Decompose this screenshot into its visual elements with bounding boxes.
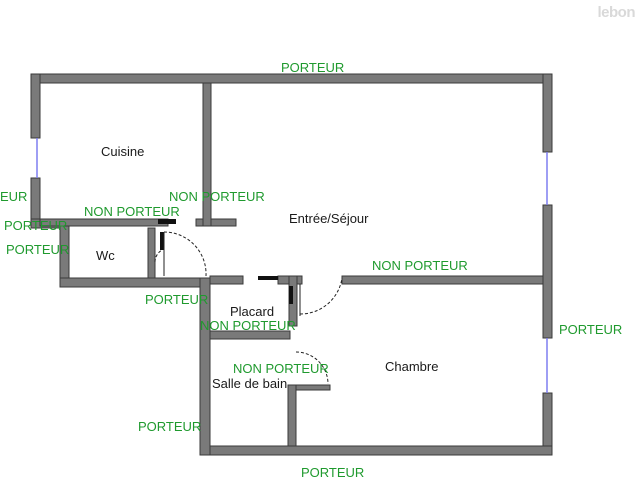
room-placard: Placard [230,304,275,319]
wall-label-sejour-chambre: NON PORTEUR [372,258,468,273]
windows [36,138,548,393]
room-cuisine: Cuisine [101,144,145,159]
wall-right-1 [542,73,553,153]
wall-sdb-door-stub [295,384,331,391]
wall-label-left-edge: EUR [0,189,28,204]
wall-corridor-bottom [209,275,244,285]
room-salle-de-bain: Salle de bain [212,376,288,391]
room-chambre: Chambre [385,359,439,374]
wall-label-wc-bottom: PORTEUR [145,292,209,307]
wall-cuisine-right [202,82,212,227]
wall-label-left-wc: PORTEUR [6,242,70,257]
room-wc: Wc [96,248,115,263]
door-jambs [158,219,293,304]
wall-placard-bottom [209,330,291,340]
wall-top [30,73,553,84]
wall-right-2 [542,204,553,339]
room-sejour: Entrée/Séjour [289,211,369,226]
watermark-logo: lebon [597,4,636,21]
wall-label-placard-bottom: NON PORTEUR [200,318,296,333]
wall-label-bottom-left: PORTEUR [138,419,202,434]
wall-left-upper [30,73,41,139]
door-leaves [163,232,301,316]
wall-sejour-chambre [341,275,544,285]
wall-wc-bottom [59,277,211,288]
wall-cuisine-bottom-2 [195,218,237,227]
wall-sdb-right [287,384,297,447]
wall-bottom [199,445,553,456]
wall-label-sdb-top: NON PORTEUR [233,361,329,376]
wall-label-cuisine-bottom: NON PORTEUR [84,204,180,219]
walls [30,73,553,456]
wall-label-top: PORTEUR [281,60,345,75]
wall-label-bottom: PORTEUR [301,465,365,480]
wall-wc-right [147,227,156,279]
wall-label-right: PORTEUR [559,322,623,337]
wall-lower-left [199,277,211,456]
door-swings [154,231,343,385]
wall-label-left-mid: PORTEUR [4,218,68,233]
wall-label-cuisine-right: NON PORTEUR [169,189,265,204]
